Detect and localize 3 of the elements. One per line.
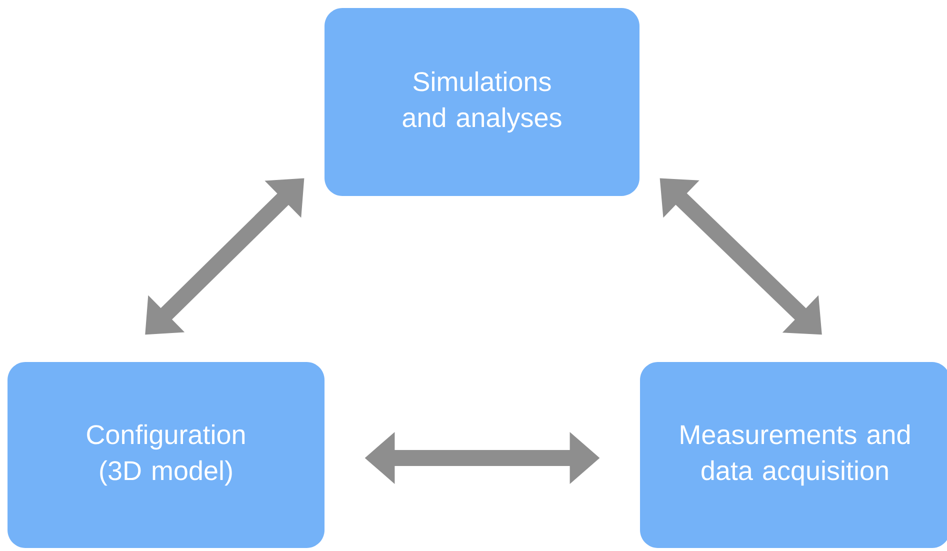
process-box: Simulations and analyses (324, 8, 640, 196)
process-box: Measurements and data acquisition (640, 362, 947, 548)
process-box: Configuration (3D model) (8, 362, 324, 548)
